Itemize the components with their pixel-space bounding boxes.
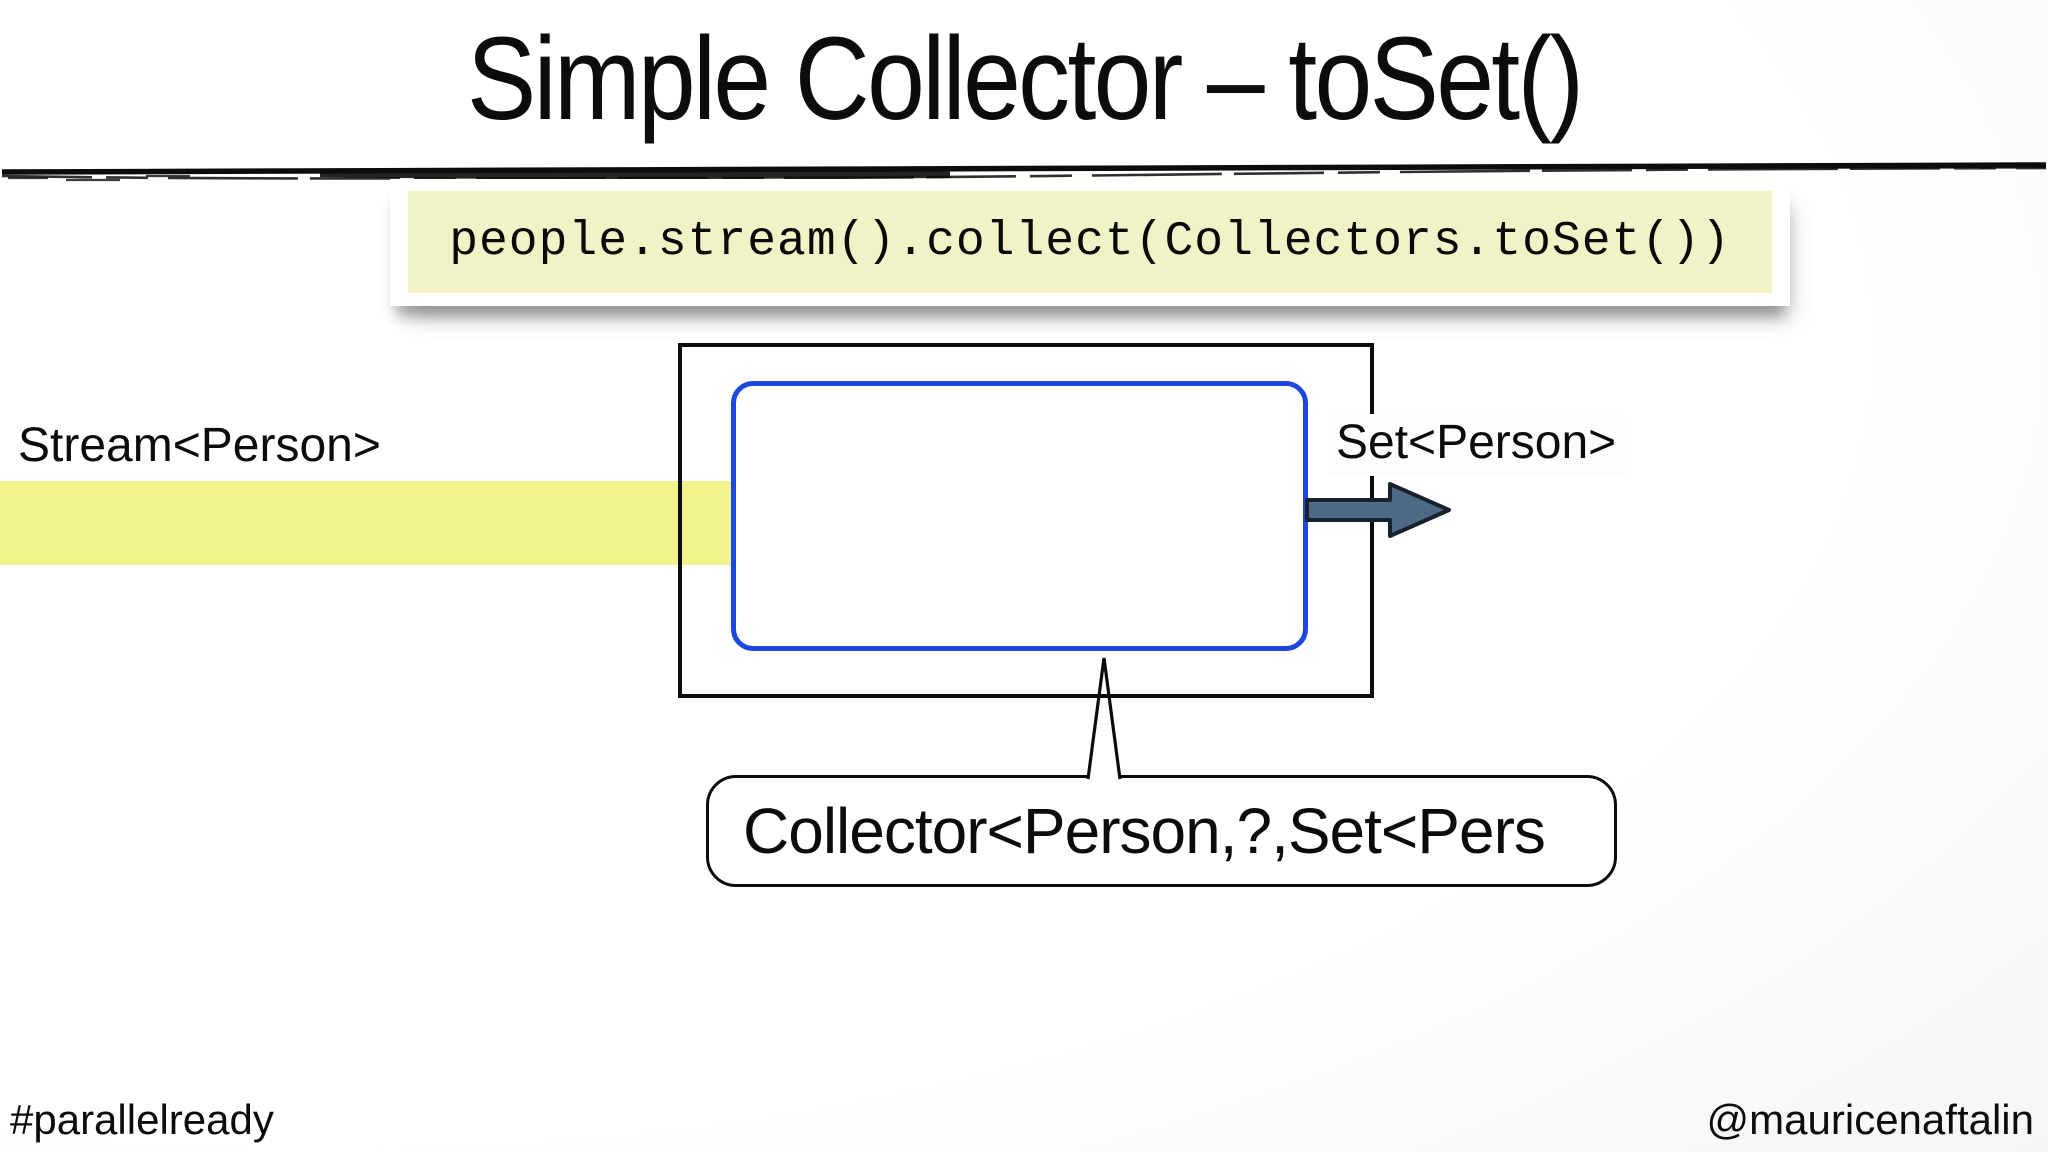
stream-flow-band [0, 481, 731, 565]
set-person-label: Set<Person> [1328, 414, 1627, 476]
collector-type-callout: Collector<Person,?,Set<Pers [706, 775, 1617, 887]
page-title: Simple Collector – toSet() [466, 13, 1584, 145]
code-card: people.stream().collect(Collectors.toSet… [390, 179, 1790, 306]
collector-accumulator-box [731, 381, 1308, 651]
output-arrow-icon [1305, 482, 1451, 538]
code-highlight: people.stream().collect(Collectors.toSet… [408, 191, 1772, 293]
title-divider-icon [1, 162, 2047, 182]
footer-twitter-handle: @mauricenaftalin [1706, 1096, 2034, 1143]
footer-hashtag: #parallelready [10, 1096, 274, 1143]
stream-person-label: Stream<Person> [18, 419, 381, 472]
code-snippet: people.stream().collect(Collectors.toSet… [449, 215, 1731, 269]
callout-label: Collector<Person,?,Set<Pers [743, 795, 1546, 867]
